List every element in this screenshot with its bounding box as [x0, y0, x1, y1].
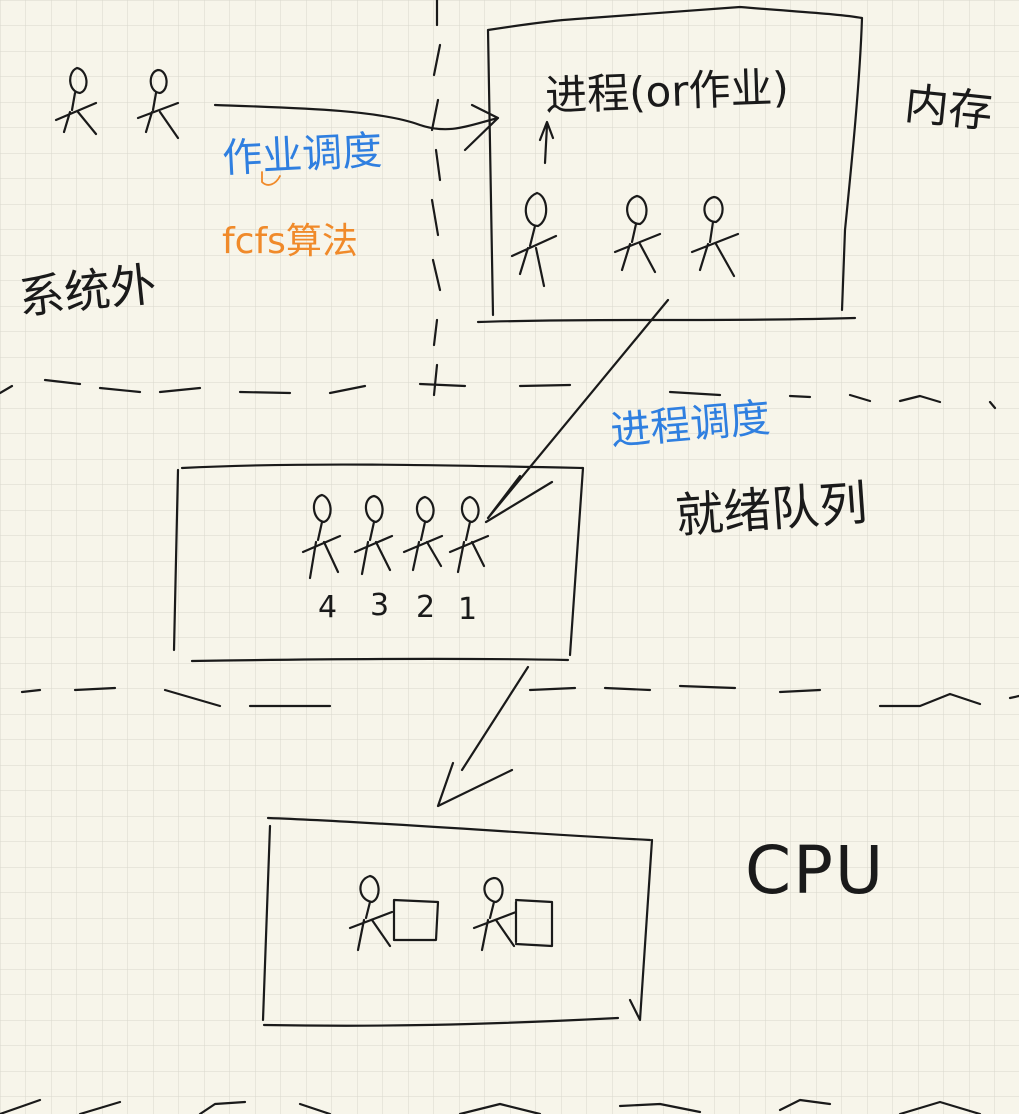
person-queue-4 — [301, 493, 342, 580]
queue-number: 2 — [416, 590, 436, 625]
process-box — [476, 5, 864, 324]
memory-label: 内存 — [902, 78, 995, 139]
cpu-box — [261, 816, 654, 1027]
horizontal-divider-mid — [20, 684, 1019, 708]
person-queue-2 — [402, 495, 444, 572]
ready-queue-box — [172, 463, 585, 663]
cpu-label: CPU — [745, 832, 886, 909]
person-outside-2 — [136, 68, 180, 140]
ready-queue-label: 就绪队列 — [673, 475, 870, 545]
queue-number: 4 — [318, 590, 338, 625]
horizontal-divider-top — [0, 378, 997, 410]
inside-arrow-up — [538, 120, 555, 165]
horizontal-divider-bottom — [0, 1098, 982, 1114]
person-process-2 — [613, 194, 662, 274]
queue-number: 3 — [370, 588, 390, 623]
job-scheduling-label: 作业调度 — [221, 127, 384, 183]
process-scheduling-arrow — [484, 298, 670, 524]
job-arrow — [213, 103, 500, 152]
person-process-3 — [690, 195, 740, 278]
vertical-divider — [430, 0, 442, 397]
orange-small-arrow — [261, 171, 281, 186]
person-queue-3 — [353, 494, 394, 576]
process-box-label: 进程(or作业) — [544, 62, 790, 121]
fcfs-algorithm-label: fcfs算法 — [222, 221, 358, 262]
person-cpu-2 — [472, 876, 554, 952]
person-cpu-1 — [348, 874, 440, 952]
person-process-1 — [510, 191, 558, 288]
person-outside-1 — [54, 66, 98, 136]
queue-number: 1 — [458, 592, 478, 627]
person-queue-1 — [448, 495, 490, 574]
dispatch-arrow — [436, 665, 530, 808]
